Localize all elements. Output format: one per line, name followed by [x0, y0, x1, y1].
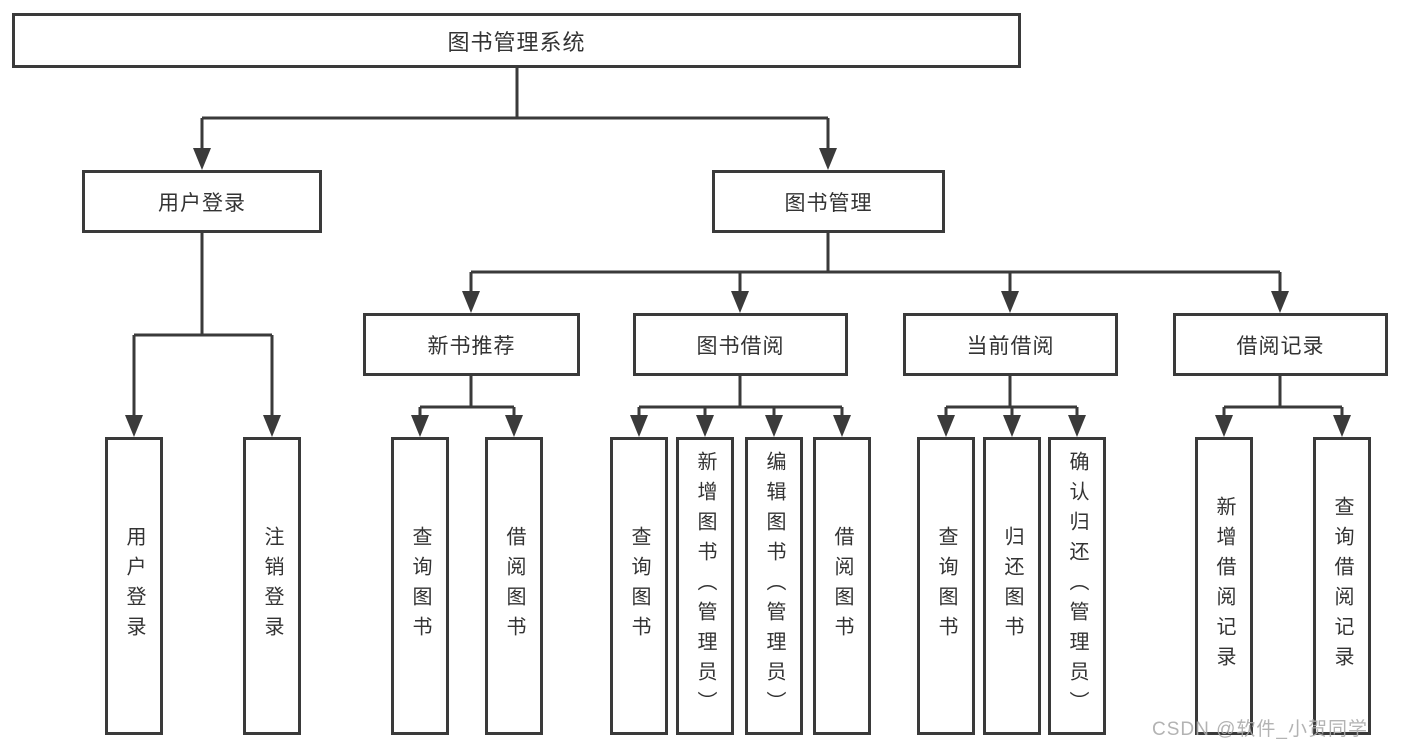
leaf-confirm-return-admin-label: 确认归还（管理员） — [1066, 451, 1088, 721]
leaf-query-borrow-record-label: 查询借阅记录 — [1331, 496, 1353, 676]
leaf-borrow-books-recommend: 借阅图书 — [485, 437, 543, 735]
node-current-borrowing: 当前借阅 — [903, 313, 1118, 376]
leaf-query-books-borrow-label: 查询图书 — [628, 526, 650, 646]
leaf-borrow-books-recommend-label: 借阅图书 — [503, 526, 525, 646]
leaf-confirm-return-admin: 确认归还（管理员） — [1048, 437, 1106, 735]
node-book-borrowing: 图书借阅 — [633, 313, 848, 376]
leaf-user-login: 用户登录 — [105, 437, 163, 735]
leaf-add-books-admin: 新增图书（管理员） — [676, 437, 734, 735]
leaf-borrow-books: 借阅图书 — [813, 437, 871, 735]
node-borrowing-records: 借阅记录 — [1173, 313, 1388, 376]
leaf-query-books-recommend-label: 查询图书 — [409, 526, 431, 646]
leaf-user-login-label: 用户登录 — [123, 526, 145, 646]
leaf-return-books-label: 归还图书 — [1001, 526, 1023, 646]
leaf-add-borrow-record-label: 新增借阅记录 — [1213, 496, 1235, 676]
csdn-watermark: CSDN @软件_小贺同学 — [1152, 719, 1368, 740]
leaf-borrow-books-label: 借阅图书 — [831, 526, 853, 646]
node-library-management-system: 图书管理系统 — [12, 13, 1021, 68]
leaf-add-borrow-record: 新增借阅记录 — [1195, 437, 1253, 735]
leaf-query-books-current: 查询图书 — [917, 437, 975, 735]
leaf-return-books: 归还图书 — [983, 437, 1041, 735]
leaf-logout-label: 注销登录 — [261, 526, 283, 646]
node-book-management: 图书管理 — [712, 170, 945, 233]
leaf-query-books-recommend: 查询图书 — [391, 437, 449, 735]
node-new-book-recommendation: 新书推荐 — [363, 313, 580, 376]
leaf-edit-books-admin: 编辑图书（管理员） — [745, 437, 803, 735]
leaf-query-books-borrow: 查询图书 — [610, 437, 668, 735]
leaf-query-borrow-record: 查询借阅记录 — [1313, 437, 1371, 735]
leaf-query-books-current-label: 查询图书 — [935, 526, 957, 646]
leaf-edit-books-admin-label: 编辑图书（管理员） — [763, 451, 785, 721]
node-user-login: 用户登录 — [82, 170, 322, 233]
leaf-logout: 注销登录 — [243, 437, 301, 735]
leaf-add-books-admin-label: 新增图书（管理员） — [694, 451, 716, 721]
